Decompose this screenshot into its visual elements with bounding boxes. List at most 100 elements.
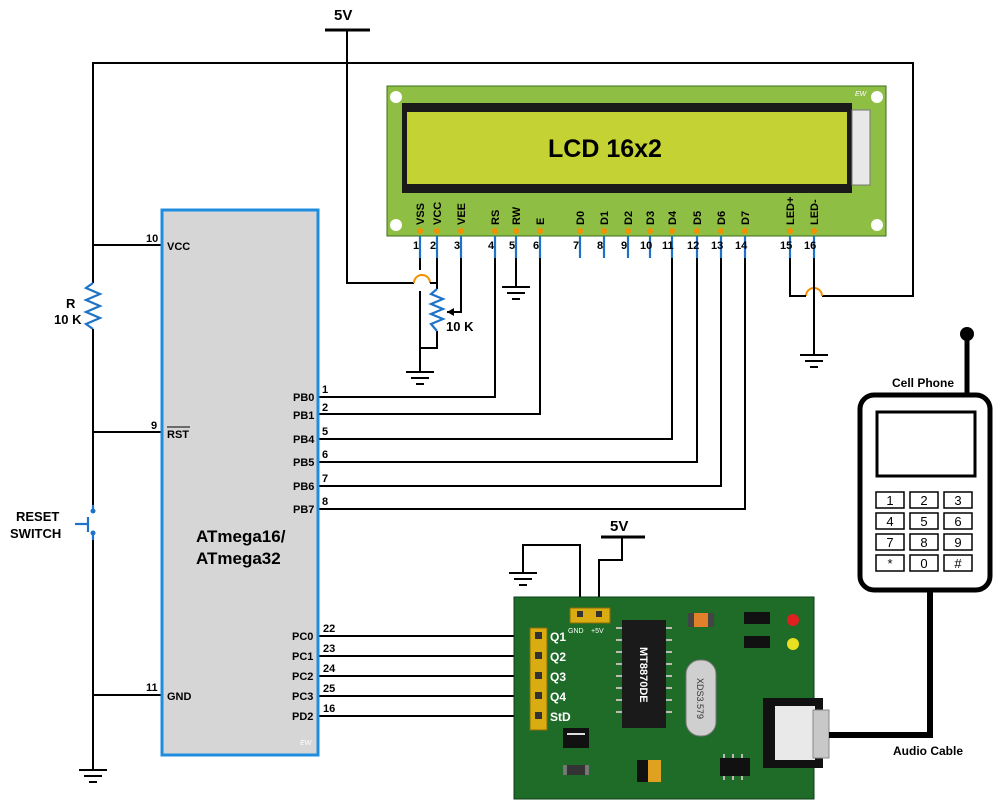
ground-symbol-pot (406, 371, 434, 385)
lcd-pin-number: 16 (804, 240, 816, 252)
lcd-pin-pad (458, 228, 464, 234)
lcd-pin-name: RS (490, 210, 502, 225)
wire-pb5-d5 (318, 240, 698, 463)
vcc-label-module: 5V (610, 518, 628, 535)
ground-symbol-dtmf (509, 572, 537, 586)
mcu-pin-vcc: VCC (167, 241, 190, 253)
phone-key-label: * (887, 556, 892, 571)
lcd-pin-pad (694, 228, 700, 234)
lcd-brand: EW (855, 91, 868, 98)
wire-pb6-d6 (318, 240, 722, 487)
lcd-pin-name: D3 (645, 211, 657, 225)
phone-key-label: # (954, 556, 962, 571)
lcd-pin-name: D4 (667, 210, 679, 225)
ground-symbol-led (800, 354, 828, 368)
mcu-body (160, 208, 320, 757)
lcd-pin-number: 13 (711, 240, 723, 252)
lcd-pin-name: D0 (575, 211, 587, 225)
lcd-pin-name: D6 (716, 211, 728, 225)
wire-pb1-e (318, 240, 541, 415)
lcd-pin-number: 11 (662, 240, 674, 252)
mcu-pin-pb4: PB4 (293, 434, 315, 446)
lcd-pin-name: E (535, 218, 547, 225)
phone-key (875, 554, 905, 572)
lcd-pin-pad (513, 228, 519, 234)
phone-key (909, 512, 939, 530)
dtmf-out-q3: Q3 (550, 670, 566, 684)
reset-switch-symbol (75, 505, 96, 540)
mcu-pin-pb6: PB6 (293, 481, 314, 493)
lcd-pin-number: 14 (735, 240, 748, 252)
led-supply-loop (92, 62, 914, 297)
mcu-pin-num-pb6: 7 (322, 473, 328, 485)
lcd-pin-name: RW (511, 206, 523, 225)
mcu-pin-gnd: GND (167, 691, 192, 703)
lcd-pin-name: D2 (623, 211, 635, 225)
mcu-pin-num-pc2: 24 (323, 663, 336, 675)
phone-key (875, 491, 905, 509)
phone-key-label: 5 (920, 514, 927, 529)
phone-key (943, 533, 973, 551)
lcd-pin-number: 6 (533, 240, 539, 252)
mcu-pin-pd2: PD2 (292, 711, 313, 723)
phone-key-label: 1 (886, 493, 893, 508)
phone-key-label: 8 (920, 535, 927, 550)
lcd-pin-number: 5 (509, 240, 515, 252)
dtmf-vcc-wire (598, 537, 623, 610)
lcd-pin-number: 12 (687, 240, 699, 252)
pot-wiper-arrow (447, 308, 454, 316)
lcd-pin-number: 7 (573, 240, 579, 252)
ground-symbol-rw (502, 286, 530, 300)
phone-title: Cell Phone (892, 376, 954, 390)
wire-pb0-rs (318, 240, 496, 398)
lcd-pin-number: 3 (454, 240, 460, 252)
lcd-title: LCD 16x2 (548, 135, 662, 163)
dtmf-out-q2: Q2 (550, 650, 566, 664)
lcd-pin-number: 8 (597, 240, 603, 252)
lcd-pin-pad (669, 228, 675, 234)
lcd-pin-number: 15 (780, 240, 792, 252)
phone-key (875, 512, 905, 530)
dtmf-out-q1: Q1 (550, 630, 566, 644)
lcd-pin-pad (742, 228, 748, 234)
mcu-pin-num-pb7: 8 (322, 496, 328, 508)
mcu-pin-num-pb5: 6 (322, 449, 328, 461)
phone-key-label: 0 (920, 556, 927, 571)
lcd-pin-name: D7 (740, 211, 752, 225)
lcd-pin-number: 10 (640, 240, 652, 252)
phone-key (909, 491, 939, 509)
lcd-pin-name: VCC (432, 202, 444, 225)
ground-symbol-left (79, 769, 107, 783)
dtmf-chip-label: MT8870DE (637, 647, 649, 703)
lcd-pin-pad (577, 228, 583, 234)
lcd-pin-pad (601, 228, 607, 234)
dtmf-gnd-label: GND (568, 628, 584, 635)
lcd-pin-number: 4 (488, 240, 495, 252)
lcd-pin-number: 1 (413, 240, 419, 252)
lcd-pin-pad (811, 228, 817, 234)
lcd-pin-number: 9 (621, 240, 627, 252)
mcu-pin-pc1: PC1 (292, 651, 313, 663)
mcu-pin-pc3: PC3 (292, 691, 313, 703)
lcd-pin-name: VSS (415, 203, 427, 225)
dtmf-vcc-label: +5V (591, 628, 604, 635)
mcu-pin-num-pb0: 1 (322, 384, 328, 396)
crystal-label: XDS3.579 (695, 678, 705, 719)
lcd-pin-pad (625, 228, 631, 234)
mcu-pin-num-pc0: 22 (323, 623, 335, 635)
phone-key (943, 491, 973, 509)
lcd-pin-pad (492, 228, 498, 234)
mcu-pin-pb7: PB7 (293, 504, 314, 516)
phone-key-label: 6 (954, 514, 961, 529)
phone-key (943, 512, 973, 530)
mcu-pin-num-rst: 9 (151, 420, 157, 432)
led-plus-wire (789, 240, 806, 297)
lcd-pin-pad (647, 228, 653, 234)
wire-pb4-d4 (318, 240, 673, 440)
mcu-pin-num-pc3: 25 (323, 683, 335, 695)
lcd-pin-row: VSS1VCC2VEE3RS4RW5E6D07D18D29D310D411D51… (413, 197, 821, 258)
phone-key (943, 554, 973, 572)
mcu-pin-pc0: PC0 (292, 631, 313, 643)
